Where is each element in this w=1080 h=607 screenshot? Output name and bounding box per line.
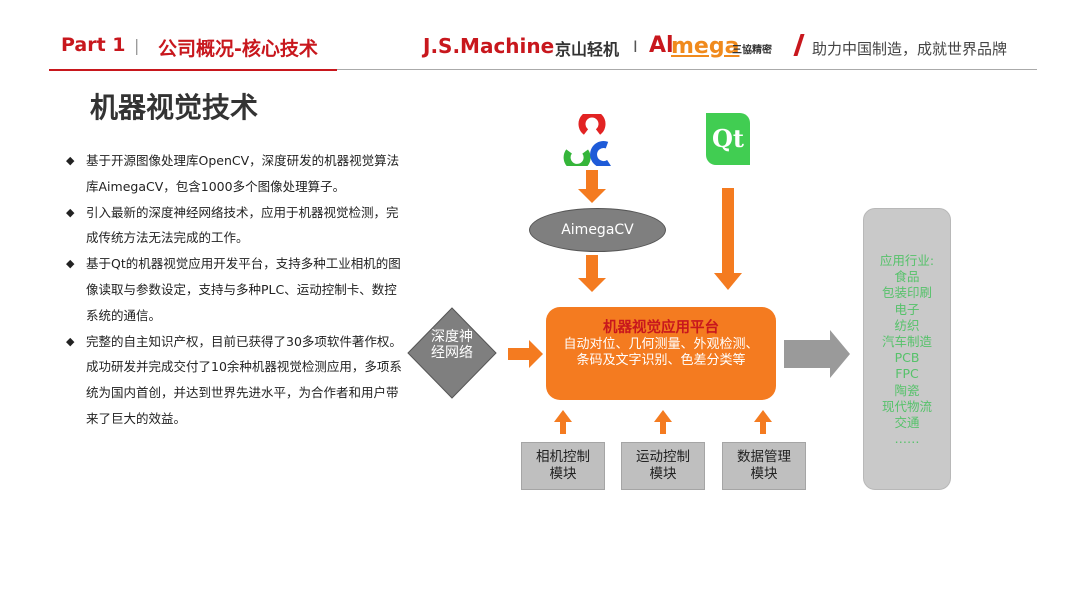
part-label: Part 1 — [61, 34, 126, 56]
industry-item: 现代物流 — [881, 398, 932, 414]
deepnet-label: 深度神经网络 — [431, 329, 473, 361]
section-title: 公司概况-核心技术 — [158, 38, 318, 60]
aimega-logo-ai: Al — [649, 33, 674, 58]
arrow-motion-module-up — [654, 410, 672, 434]
bullet-text: 基于开源图像处理库OpenCV，深度研发的机器视觉算法库AimegaCV，包含1… — [86, 153, 400, 194]
jsmachine-logo: J.S.Machine — [423, 34, 555, 58]
industry-item: 汽车制造 — [881, 334, 932, 350]
logo-separator: I — [633, 37, 638, 56]
qt-logo-icon: Qt — [706, 113, 750, 165]
page-title: 机器视觉技术 — [90, 91, 259, 124]
bullet-text: 引入最新的深度神经网络技术，应用于机器视觉检测，完成传统方法无法完成的工作。 — [86, 204, 399, 246]
arrow-opencv-to-aimegacv — [578, 170, 606, 203]
aimega-logo-mega: mega — [671, 34, 740, 59]
camera-control-module: 相机控制模块 — [521, 442, 605, 490]
jsmachine-logo-cn: 京山轻机 — [555, 40, 620, 59]
header-divider — [337, 69, 1037, 70]
diamond-bullet-icon: ◆ — [66, 154, 75, 167]
industry-item: …… — [894, 431, 920, 447]
motion-control-module: 运动控制模块 — [621, 442, 705, 490]
module-label: 运动控制模块 — [636, 449, 690, 482]
aimega-logo-cn: 三協精密 — [732, 45, 772, 56]
module-label: 数据管理模块 — [737, 449, 791, 482]
industry-item: PCB — [894, 350, 920, 366]
industry-item: 包装印刷 — [881, 285, 932, 301]
aimegacv-node: AimegaCV — [529, 208, 666, 252]
module-label: 相机控制模块 — [536, 449, 590, 482]
industries-panel: 应用行业: 食品 包装印刷 电子 纺织 汽车制造 PCB FPC 陶瓷 现代物流… — [863, 208, 951, 490]
diamond-bullet-icon: ◆ — [66, 257, 75, 271]
platform-description: 自动对位、几何测量、外观检测、条码及文字识别、色差分类等 — [563, 337, 759, 368]
data-management-module: 数据管理模块 — [722, 442, 806, 490]
bullet-item: ◆ 基于开源图像处理库OpenCV，深度研发的机器视觉算法库AimegaCV，包… — [66, 148, 402, 200]
platform-title: 机器视觉应用平台 — [603, 320, 719, 336]
platform-box: 机器视觉应用平台 自动对位、几何测量、外观检测、条码及文字识别、色差分类等 — [546, 307, 776, 400]
industry-item: 电子 — [894, 301, 920, 317]
bullet-item: ◆ 基于Qt的机器视觉应用开发平台，支持多种工业相机的图像读取与参数设定，支持与… — [66, 251, 402, 328]
industry-item: 应用行业: — [879, 253, 935, 268]
industry-item: 陶瓷 — [894, 382, 920, 398]
diamond-bullet-icon: ◆ — [66, 334, 75, 348]
arrow-data-module-up — [754, 410, 772, 434]
industry-item: FPC — [895, 366, 919, 382]
bullet-list: ◆ 基于开源图像处理库OpenCV，深度研发的机器视觉算法库AimegaCV，包… — [66, 148, 402, 432]
arrow-qt-to-platform — [714, 188, 742, 290]
industry-item: 交通 — [894, 415, 920, 431]
arrow-platform-to-industries — [784, 330, 850, 378]
industry-item: 食品 — [894, 269, 920, 285]
bullet-text: 完整的自主知识产权，目前已获得了30多项软件著作权。成功研发并完成交付了10余种… — [86, 333, 402, 426]
header-separator: | — [134, 36, 140, 55]
header-accent-line — [49, 69, 337, 71]
arrow-deepnet-to-platform — [508, 340, 543, 368]
slogan: 助力中国制造，成就世界品牌 — [812, 40, 1008, 58]
arrow-aimegacv-to-platform — [578, 255, 606, 292]
bullet-text: 基于Qt的机器视觉应用开发平台，支持多种工业相机的图像读取与参数设定，支持与多种… — [86, 256, 401, 323]
arrow-camera-module-up — [554, 410, 572, 434]
opencv-logo-icon — [563, 114, 611, 166]
bullet-item: ◆ 完整的自主知识产权，目前已获得了30多项软件著作权。成功研发并完成交付了10… — [66, 329, 402, 432]
bullet-item: ◆ 引入最新的深度神经网络技术，应用于机器视觉检测，完成传统方法无法完成的工作。 — [66, 200, 402, 252]
diamond-bullet-icon: ◆ — [66, 205, 75, 219]
deepnet-diamond — [407, 307, 497, 399]
industry-item: 纺织 — [894, 317, 920, 333]
